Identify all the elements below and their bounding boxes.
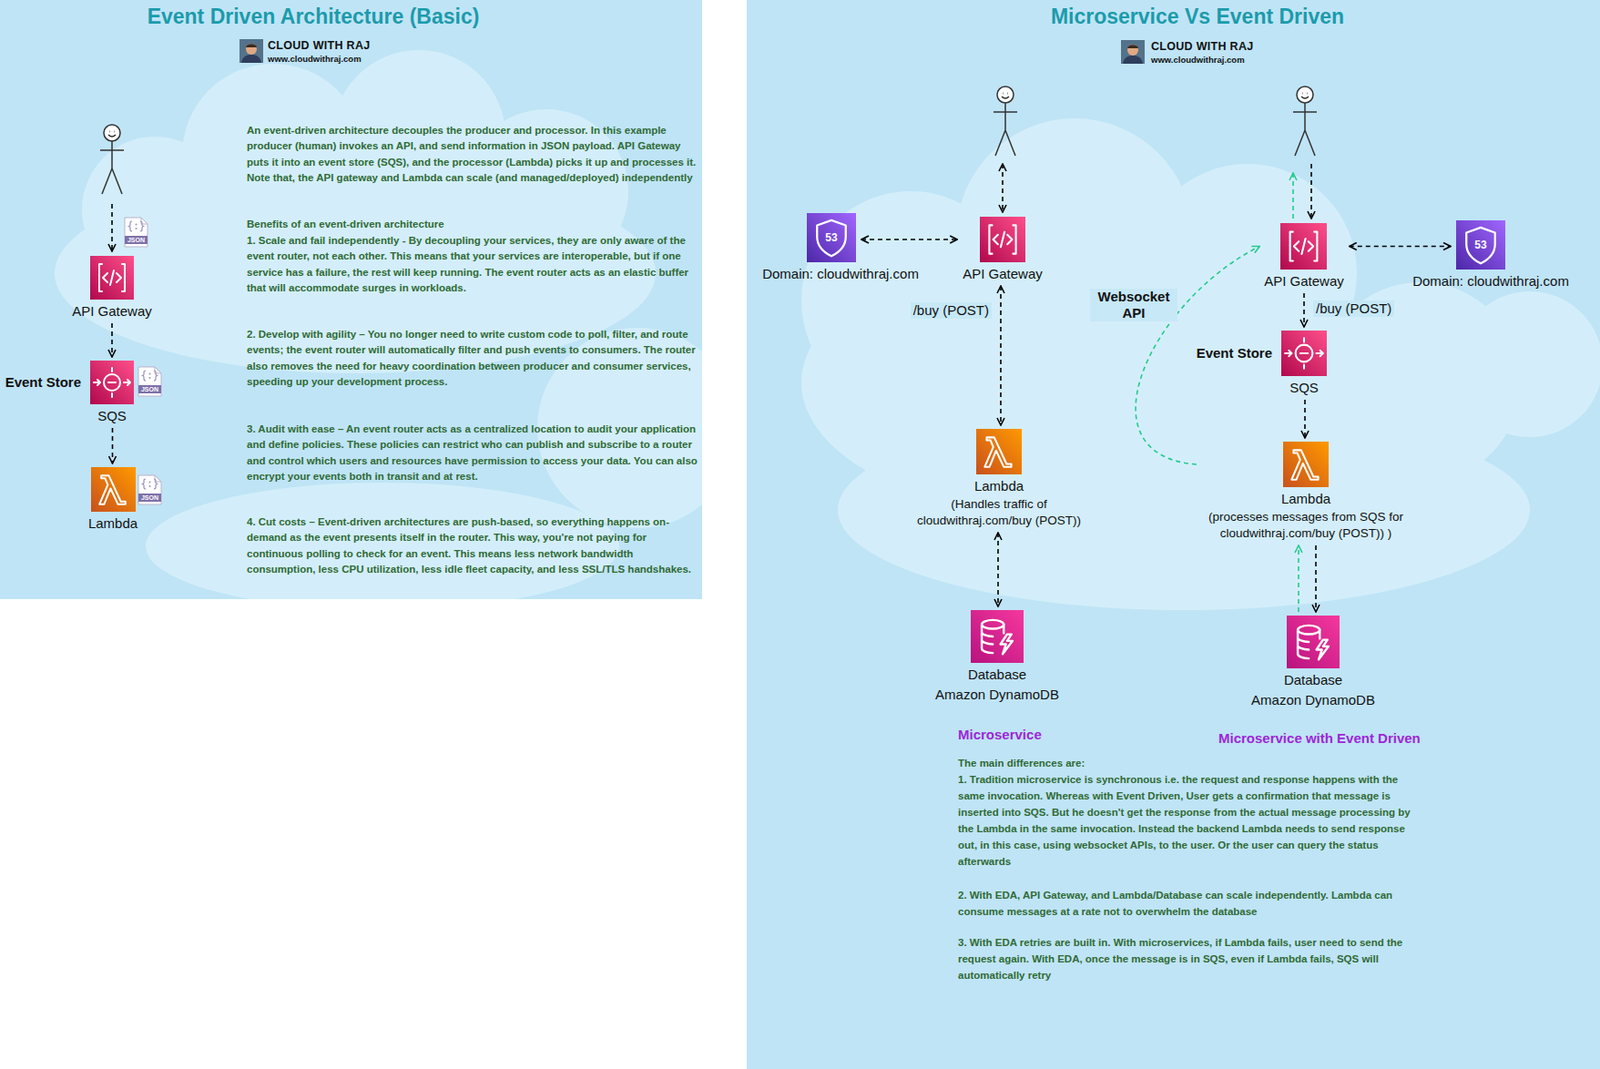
section-heading: Benefits of an event-driven architecture (246, 216, 699, 233)
connector (997, 532, 999, 607)
connector (1303, 293, 1305, 327)
node-caption: Lambda (903, 478, 1095, 495)
apigw-icon (90, 255, 134, 300)
user-arrow (1310, 163, 1313, 219)
node-caption: Database (1251, 672, 1376, 689)
node-caption: Amazon DynamoDB (935, 686, 1060, 704)
panel-background (746, 0, 1600, 1069)
sqs-icon (1281, 330, 1327, 377)
brand-name: CLOUD WITH RAJ (267, 39, 371, 53)
node-caption: Domain: cloudwithraj.com (762, 265, 919, 283)
column-heading: Microservice (957, 726, 1042, 744)
user-arrow (1001, 163, 1004, 213)
connector (112, 428, 114, 464)
user-arrow (111, 203, 113, 252)
lambda-node: Lambda(Handles traffic of cloudwithraj.c… (901, 428, 1097, 530)
cloud-shape (801, 118, 1600, 611)
lambda-icon (976, 428, 1022, 475)
lambda-node: Lambda(processes messages from SQS for c… (1199, 441, 1413, 542)
sqs-node: Event StoreSQS (1279, 330, 1329, 397)
connector (111, 323, 113, 357)
node-caption: Lambda (1201, 490, 1411, 508)
connector (861, 238, 958, 241)
node-description: (processes messages from SQS for cloudwi… (1201, 509, 1411, 542)
connector (1304, 399, 1306, 439)
edge-label: Websocket API (1090, 288, 1178, 322)
cloud-shape (54, 50, 703, 600)
ddb-icon (1286, 615, 1340, 669)
benefit-item: 1. Scale and fail independently - By dec… (246, 233, 699, 297)
difference-item: 1. Tradition microservice is synchronous… (957, 771, 1423, 870)
description: An event-driven architecture decouples t… (246, 122, 699, 187)
side-label: Event Store (5, 374, 82, 391)
sqs-node: Event StoreSQS (88, 360, 136, 425)
lambda-icon (91, 467, 136, 512)
node-caption: API Gateway (1263, 273, 1345, 290)
apigw-node: API Gateway (1262, 223, 1346, 290)
json-tag: JSON (125, 235, 147, 245)
icon-number: 53 (817, 230, 846, 245)
user-figure (993, 86, 1018, 156)
benefit-item: 2. Develop with agility – You no longer … (246, 326, 699, 391)
node-caption: Lambda (88, 515, 138, 532)
diagram-title: Event Driven Architecture (Basic) (40, 3, 587, 30)
node-caption: SQS (1281, 379, 1327, 397)
json-icon (138, 475, 162, 505)
icon-number: 53 (1467, 237, 1495, 253)
json-tag: JSON (139, 493, 161, 502)
node-caption: API Gateway (71, 303, 153, 320)
apigw-node: API Gateway (960, 216, 1045, 283)
sqs-icon (90, 360, 134, 405)
apigw-icon (1280, 223, 1327, 270)
difference-item: 3. With EDA retries are built in. With m… (957, 934, 1423, 984)
connector (1297, 545, 1300, 612)
column-heading: Microservice with Event Driven (1218, 730, 1421, 747)
logo-photo (1121, 40, 1145, 64)
panel-title: Microservice Vs Event Driven (924, 3, 1471, 30)
apigw-node: API Gateway (70, 255, 154, 320)
brand-url: www.cloudwithraj.com (267, 53, 362, 65)
user-arrow (1292, 173, 1295, 219)
user-figure (100, 124, 124, 194)
connector (1314, 545, 1317, 612)
side-label: Event Store (1196, 345, 1273, 362)
section-heading: The main differences are: (957, 754, 1423, 772)
json-tag: JSON (139, 385, 161, 394)
json-icon (138, 366, 162, 397)
edge-label: /buy (POST) (910, 302, 992, 319)
edge-label: /buy (POST) (1313, 300, 1395, 317)
node-description: (Handles traffic of cloudwithraj.com/buy… (903, 496, 1095, 530)
node-caption: Database (935, 666, 1060, 683)
lambda-node: Lambda (86, 467, 140, 532)
brand-url: www.cloudwithraj.com (1151, 54, 1245, 66)
logo-photo (239, 39, 264, 63)
node-caption: Domain: cloudwithraj.com (1412, 273, 1570, 290)
lambda-icon (1283, 441, 1329, 488)
json-icon (124, 217, 148, 247)
apigw-icon (979, 216, 1026, 263)
ddb-node: DatabaseAmazon DynamoDB (1249, 615, 1377, 709)
benefit-item: 3. Audit with ease – An event router act… (246, 421, 699, 486)
node-caption: Amazon DynamoDB (1251, 692, 1376, 709)
connector (1349, 245, 1451, 248)
connector (999, 285, 1002, 426)
user-figure (1293, 86, 1317, 156)
node-caption: API Gateway (962, 265, 1043, 283)
difference-item: 2. With EDA, API Gateway, and Lambda/Dat… (957, 886, 1423, 920)
ddb-node: DatabaseAmazon DynamoDB (933, 610, 1061, 704)
node-caption: SQS (90, 407, 134, 425)
brand-name: CLOUD WITH RAJ (1151, 40, 1254, 54)
ddb-icon (970, 610, 1024, 663)
benefit-item: 4. Cut costs – Event-driven architecture… (246, 514, 699, 579)
